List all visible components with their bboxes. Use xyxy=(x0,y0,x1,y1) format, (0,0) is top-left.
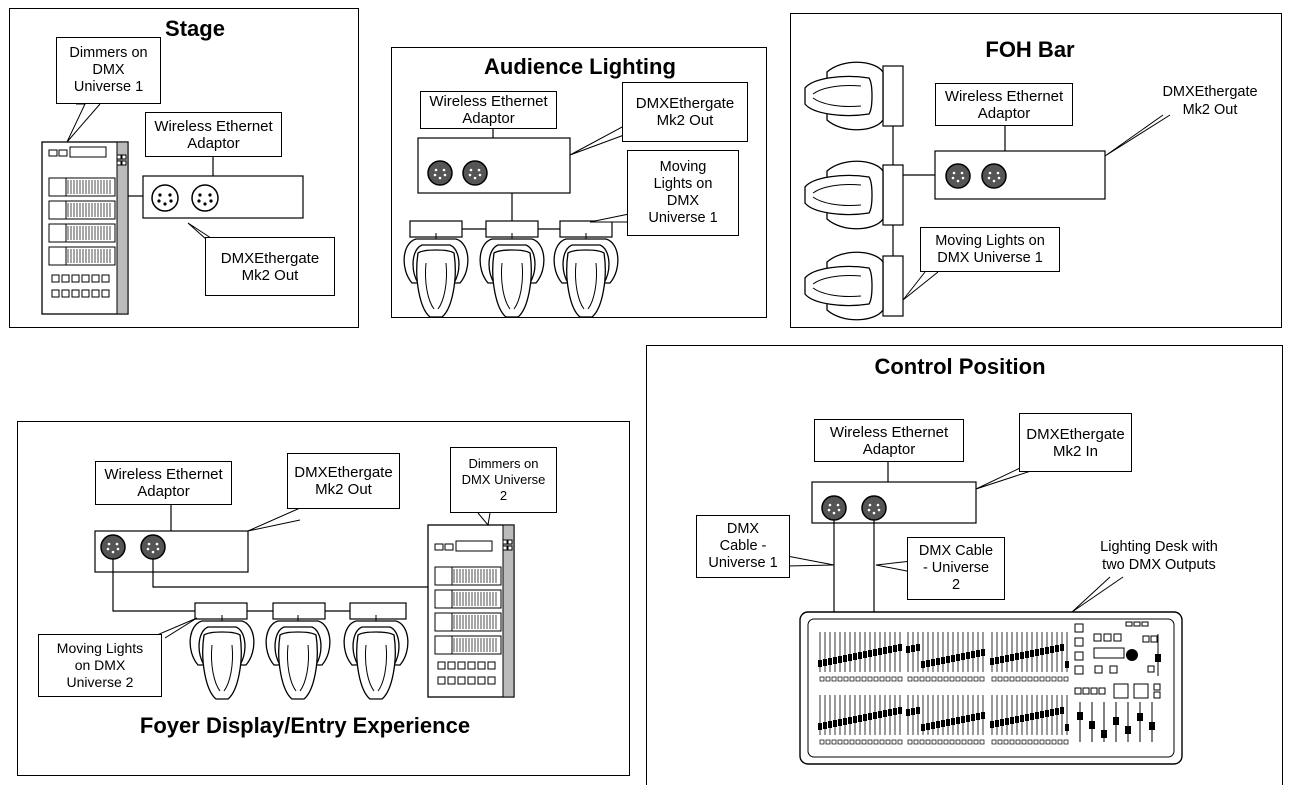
control-cable1-callout: DMX Cable - Universe 1 xyxy=(696,515,790,578)
stage-title: Stage xyxy=(165,16,225,41)
stage-wireless-adaptor: Wireless Ethernet Adaptor xyxy=(145,112,282,157)
foh-moving-callout: Moving Lights on DMX Universe 1 xyxy=(920,227,1060,272)
control-desk-callout: Lighting Desk with two DMX Outputs xyxy=(1100,539,1218,573)
stage-dimmers-callout: Dimmers on DMX Universe 1 xyxy=(56,37,161,104)
control-title: Control Position xyxy=(874,354,1046,379)
audience-ethergate-callout: DMXEthergate Mk2 Out xyxy=(622,82,748,142)
stage-dimmer-rack xyxy=(41,141,129,315)
foyer-ethergate-callout: DMXEthergate Mk2 Out xyxy=(287,453,400,509)
foyer-dimmer-rack xyxy=(427,524,515,698)
foyer-dimmers-callout: Dimmers on DMX Universe 2 xyxy=(450,447,557,513)
foyer-title: Foyer Display/Entry Experience xyxy=(139,713,471,738)
control-ethergate-callout: DMXEthergate Mk2 In xyxy=(1019,413,1132,472)
foh-title: FOH Bar xyxy=(985,37,1075,62)
lighting-desk xyxy=(799,611,1183,765)
foyer-wireless-adaptor: Wireless Ethernet Adaptor xyxy=(95,461,232,505)
control-wireless-adaptor: Wireless Ethernet Adaptor xyxy=(814,419,964,462)
control-cable2-callout: DMX Cable - Universe 2 xyxy=(907,537,1005,600)
foyer-moving-callout: Moving Lights on DMX Universe 2 xyxy=(38,634,162,697)
foh-wireless-adaptor: Wireless Ethernet Adaptor xyxy=(935,83,1073,126)
foh-ethergate-callout: DMXEthergate Mk2 Out xyxy=(1162,84,1258,118)
stage-ethergate-callout: DMXEthergate Mk2 Out xyxy=(205,237,335,296)
audience-title: Audience Lighting xyxy=(484,54,676,79)
audience-wireless-adaptor: Wireless Ethernet Adaptor xyxy=(420,91,557,129)
audience-moving-callout: Moving Lights on DMX Universe 1 xyxy=(627,150,739,236)
